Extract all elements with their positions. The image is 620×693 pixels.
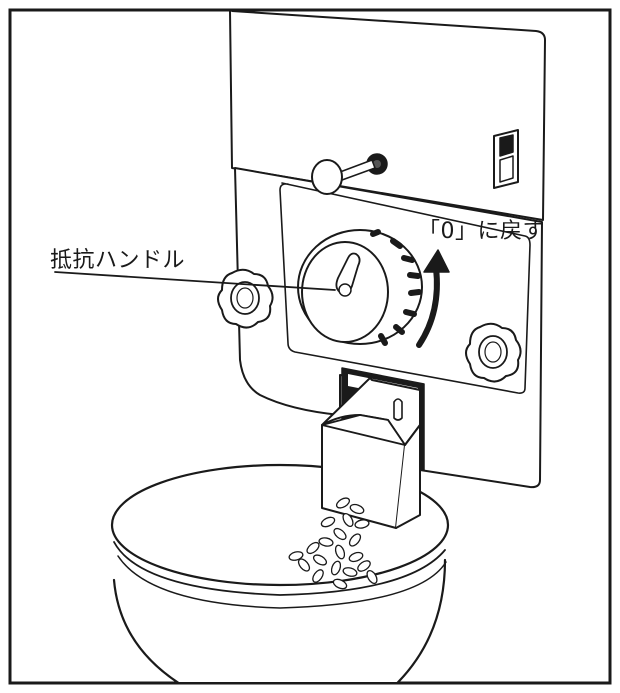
upper-panel <box>229 11 546 221</box>
resistance-handle-dial <box>297 229 423 346</box>
control-plate <box>279 182 531 394</box>
knob-screw-icon <box>217 268 274 329</box>
knob-screw-icon <box>465 322 522 383</box>
beans-icon <box>288 497 378 590</box>
lever-icon <box>311 153 388 195</box>
toggle-switch-icon <box>493 129 519 189</box>
return-to-zero-label: 「0」に戻す <box>418 219 545 244</box>
leader-line <box>54 271 336 291</box>
resistance-handle-label: 抵抗ハンドル <box>50 248 186 273</box>
rotation-arrow-icon <box>416 249 450 348</box>
